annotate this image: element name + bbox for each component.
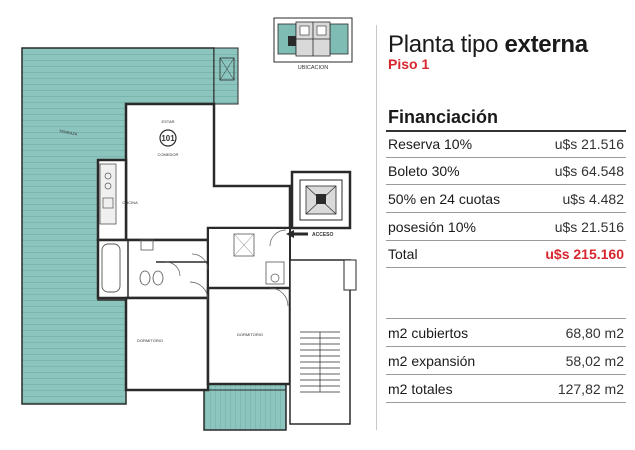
financing-row-value: u$s 21.516 (554, 136, 624, 152)
financing-top-rule (386, 130, 626, 132)
kitchen-label: COCINA (122, 200, 138, 205)
areas-top-rule (386, 318, 626, 319)
access-arrow-icon (286, 230, 308, 238)
area-label: m2 expansión (388, 353, 476, 369)
financing-heading: Financiación (388, 107, 499, 127)
living-label: ESTAR (161, 119, 174, 124)
financing-row-label: Boleto 30% (388, 163, 460, 179)
financing-row: Boleto 30% u$s 64.548 (388, 161, 624, 181)
living-dining-area (124, 102, 292, 242)
unit-number: 101 (161, 134, 175, 143)
row-divider (386, 346, 626, 347)
row-divider (386, 184, 626, 185)
plan-title-prefix: Planta tipo (388, 31, 499, 58)
area-label: m2 totales (388, 381, 453, 397)
area-label: m2 cubiertos (388, 325, 469, 341)
balcony-area (203, 383, 287, 431)
row-divider (386, 157, 626, 158)
location-thumbnail (273, 17, 353, 63)
area-row: m2 cubiertos 68,80 m2 (388, 323, 624, 343)
bedroom-2-label: DORMITORIO (237, 332, 263, 337)
access-label: ACCESO (312, 232, 334, 238)
floor-label: Piso 1 (388, 56, 430, 72)
area-value: 58,02 m2 (565, 353, 624, 369)
bedroom-2-area (206, 286, 292, 386)
row-divider (386, 212, 626, 213)
financing-row-label: Reserva 10% (388, 136, 473, 152)
financing-row: 50% en 24 cuotas u$s 4.482 (388, 189, 624, 209)
total-label: Total (388, 246, 418, 262)
financing-row-value: u$s 64.548 (554, 163, 624, 179)
financing-row-label: 50% en 24 cuotas (388, 191, 501, 207)
dining-label: COMEDOR (158, 152, 179, 157)
area-row: m2 expansión 58,02 m2 (388, 351, 624, 371)
financing-row: posesión 10% u$s 21.516 (388, 217, 624, 237)
floor-plan: UBICACION (21, 17, 357, 431)
area-value: 127,82 m2 (557, 381, 624, 397)
financing-row-value: u$s 21.516 (554, 219, 624, 235)
stairs (300, 331, 340, 393)
area-value: 68,80 m2 (565, 325, 624, 341)
row-divider (386, 402, 626, 403)
hall-area (207, 227, 291, 289)
plan-title-bold: externa (504, 31, 589, 58)
total-value: u$s 215.160 (545, 246, 624, 262)
location-label: UBICACION (298, 65, 329, 71)
bedroom-1-label: DORMITORIO (137, 338, 163, 343)
financing-row-label: posesión 10% (388, 219, 476, 235)
info-panel: Planta tipo externa Piso 1 Financiación … (376, 0, 635, 450)
bedroom-1-area (124, 296, 210, 392)
financing-row-value: u$s 4.482 (562, 191, 625, 207)
plan-title: Planta tipo externa (388, 32, 588, 58)
financing-row: Reserva 10% u$s 21.516 (388, 134, 624, 154)
panel-divider (376, 25, 377, 430)
financing-total-row: Total u$s 215.160 (388, 244, 624, 264)
row-divider (386, 240, 626, 241)
row-divider (386, 374, 626, 375)
terrace-label: TERRAZA (59, 128, 79, 136)
row-divider (386, 267, 626, 268)
area-row: m2 totales 127,82 m2 (388, 379, 624, 399)
